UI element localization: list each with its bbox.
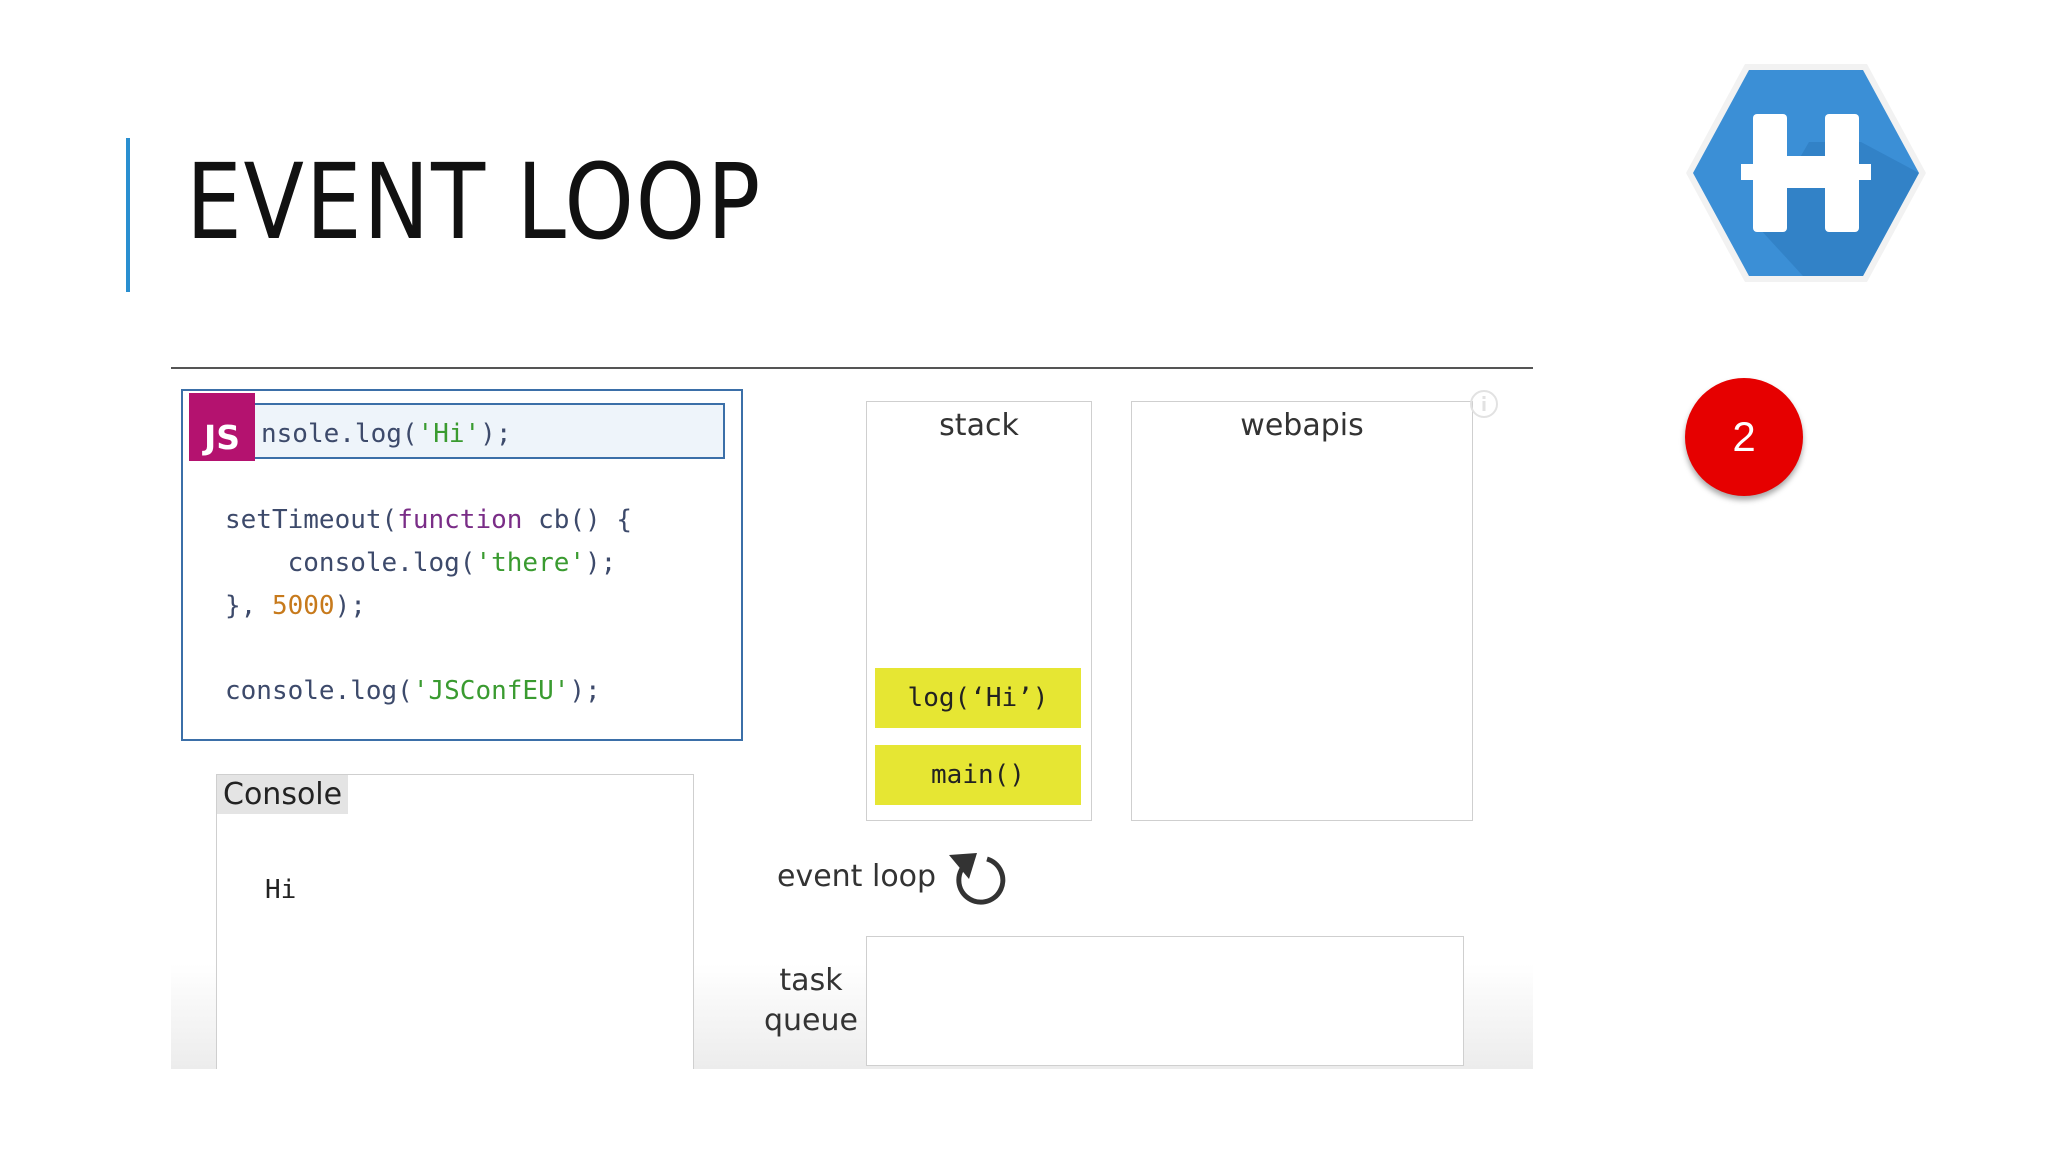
- code-line-2: setTimeout(function cb() {: [225, 505, 632, 535]
- code-line-1: nsole.log('Hi');: [261, 419, 512, 449]
- event-loop-arrow-icon: [949, 853, 1006, 905]
- task-queue-panel: [866, 936, 1464, 1066]
- task-queue-label: task queue: [761, 961, 861, 1041]
- console-output: Hi: [265, 875, 297, 905]
- task-queue-label-line2: queue: [764, 1003, 858, 1038]
- event-loop-label: event loop: [777, 859, 937, 894]
- js-badge: JS: [189, 393, 255, 461]
- webapis-label: webapis: [1240, 408, 1364, 443]
- console-panel: Console Hi: [216, 774, 694, 1069]
- slide-title: EVENT LOOP: [186, 141, 762, 263]
- stack-label: stack: [939, 408, 1019, 443]
- slide-number-badge: 2: [1685, 378, 1803, 496]
- hexagon-h-logo-icon: [1686, 64, 1926, 282]
- stack-frame-main: main(): [875, 745, 1081, 805]
- webapis-panel: webapis: [1131, 401, 1473, 821]
- code-line-5: console.log('JSConfEU');: [225, 676, 601, 706]
- stack-frame-log: log(‘Hi’): [875, 668, 1081, 728]
- info-icon[interactable]: [1469, 389, 1499, 419]
- stack-panel: stack log(‘Hi’) main(): [866, 401, 1092, 821]
- code-line-4: }, 5000);: [225, 591, 366, 621]
- title-accent-bar: [126, 138, 130, 292]
- code-line-3: console.log('there');: [225, 548, 617, 578]
- event-loop-demo: JS nsole.log('Hi'); setTimeout(function …: [171, 367, 1533, 1069]
- task-queue-label-line1: task: [779, 963, 843, 998]
- code-panel: JS nsole.log('Hi'); setTimeout(function …: [181, 389, 743, 741]
- console-label: Console: [217, 775, 349, 814]
